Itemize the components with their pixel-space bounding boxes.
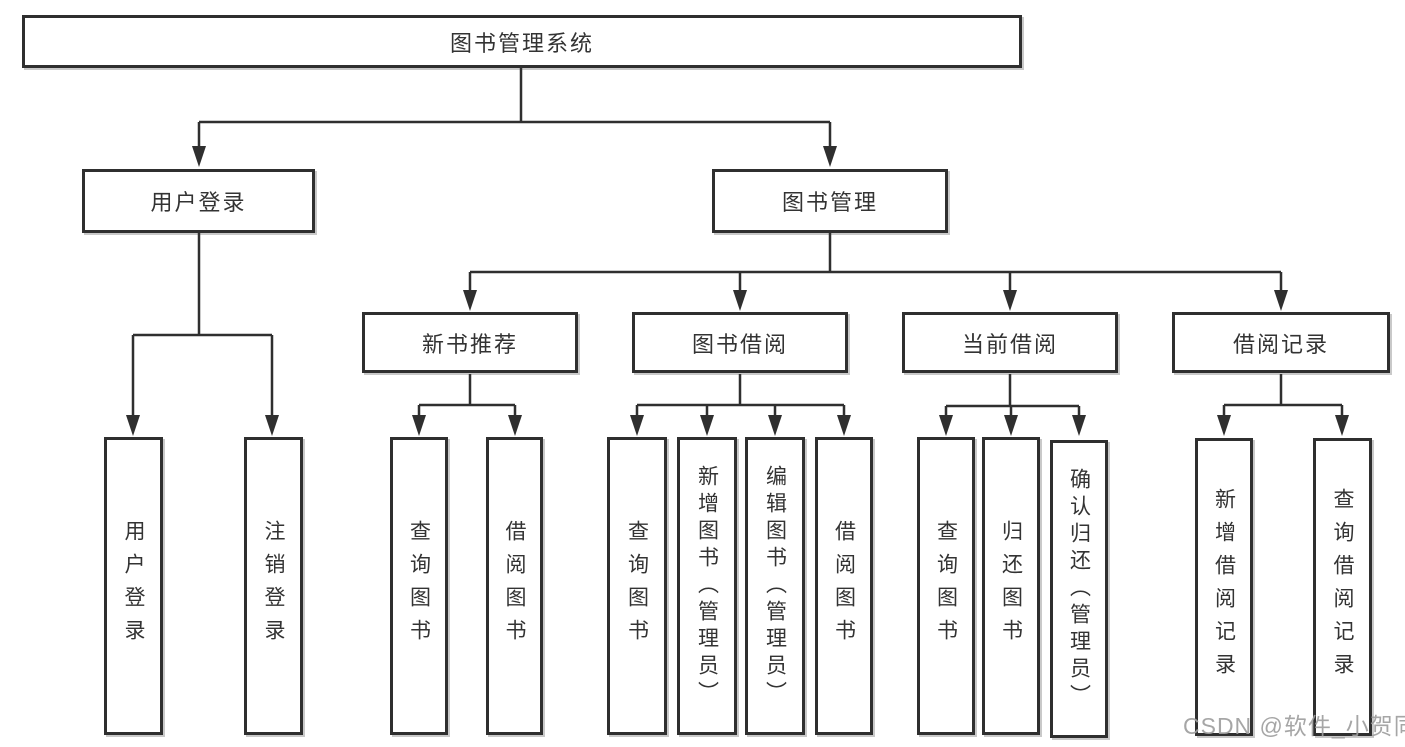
arrowhead xyxy=(463,290,477,311)
node-label: 用户登录 xyxy=(150,190,247,215)
node-label: 图书借阅 xyxy=(691,331,788,357)
arrowhead xyxy=(630,415,644,436)
node-label: 当前借阅 xyxy=(961,331,1058,357)
node-book-management: 图书管理 xyxy=(712,169,948,233)
connector-borrow-to-leaves xyxy=(635,374,846,420)
arrowhead xyxy=(700,415,714,436)
csdn-watermark: CSDN @软件_小贺同学 xyxy=(1183,713,1405,739)
leaf-records-query-record: 查询借阅记录 xyxy=(1313,438,1372,736)
node-label: 借阅图书 xyxy=(503,520,526,652)
node-label: 注销登录 xyxy=(262,520,285,652)
node-book-borrow: 图书借阅 xyxy=(632,312,848,373)
leaf-borrow-edit-books-admin: 编辑图书（管理员） xyxy=(745,437,805,735)
node-current-borrow: 当前借阅 xyxy=(902,312,1118,373)
arrowhead xyxy=(1003,290,1017,311)
node-label: 借阅记录 xyxy=(1232,331,1329,357)
arrowhead xyxy=(1072,415,1086,436)
leaf-current-return-books: 归还图书 xyxy=(982,437,1040,735)
connector-root-to-level2 xyxy=(197,68,832,150)
node-new-book-recommend: 新书推荐 xyxy=(362,312,578,373)
arrowhead xyxy=(1004,415,1018,436)
node-label: 查询借阅记录 xyxy=(1331,488,1354,686)
arrowhead xyxy=(192,146,206,167)
node-book-management-system: 图书管理系统 xyxy=(22,15,1022,68)
arrowhead xyxy=(823,146,837,167)
leaf-borrow-query-books: 查询图书 xyxy=(607,437,667,735)
node-label: 确认归还（管理员） xyxy=(1067,467,1091,711)
arrowhead xyxy=(412,415,426,436)
node-borrow-records: 借阅记录 xyxy=(1172,312,1390,373)
node-label: 新增图书（管理员） xyxy=(695,464,719,708)
arrowhead xyxy=(508,415,522,436)
leaf-recommend-borrow-books: 借阅图书 xyxy=(486,437,543,735)
arrowhead xyxy=(1274,290,1288,311)
node-label: 图书管理 xyxy=(781,190,878,215)
node-label: 查询图书 xyxy=(934,520,958,652)
connector-userlogin-to-leaves xyxy=(131,233,274,420)
node-label: 新增借阅记录 xyxy=(1212,488,1236,686)
node-label: 借阅图书 xyxy=(832,520,856,652)
leaf-current-query-books: 查询图书 xyxy=(917,437,975,735)
leaf-borrow-add-books-admin: 新增图书（管理员） xyxy=(677,437,737,735)
arrowhead xyxy=(939,415,953,436)
leaf-records-add-record: 新增借阅记录 xyxy=(1195,438,1253,736)
connector-current-to-leaves xyxy=(944,374,1081,420)
arrowheads xyxy=(126,146,1349,436)
arrowhead xyxy=(1217,415,1231,436)
arrowhead xyxy=(1335,415,1349,436)
node-label: 用户登录 xyxy=(122,520,145,652)
arrowhead xyxy=(733,290,747,311)
leaf-borrow-borrow-books: 借阅图书 xyxy=(815,437,873,735)
arrowhead xyxy=(265,415,279,436)
leaf-current-confirm-return-admin: 确认归还（管理员） xyxy=(1050,440,1108,738)
node-label: 新书推荐 xyxy=(421,331,518,357)
node-user-login: 用户登录 xyxy=(82,169,315,233)
arrowhead xyxy=(837,415,851,436)
node-label: 编辑图书（管理员） xyxy=(763,464,787,708)
node-label: 图书管理系统 xyxy=(449,30,594,56)
node-label: 查询图书 xyxy=(625,520,649,652)
leaf-recommend-query-books: 查询图书 xyxy=(390,437,448,735)
leaf-logout: 注销登录 xyxy=(244,437,303,735)
connector-bookmgmt-to-level3 xyxy=(468,233,1283,295)
connector-records-to-leaves xyxy=(1222,374,1344,420)
arrowhead xyxy=(768,415,782,436)
node-label: 查询图书 xyxy=(407,520,431,652)
leaf-user-login: 用户登录 xyxy=(104,437,163,735)
node-label: 归还图书 xyxy=(999,520,1023,652)
arrowhead xyxy=(126,415,140,436)
connector-recommend-to-leaves xyxy=(417,374,517,420)
